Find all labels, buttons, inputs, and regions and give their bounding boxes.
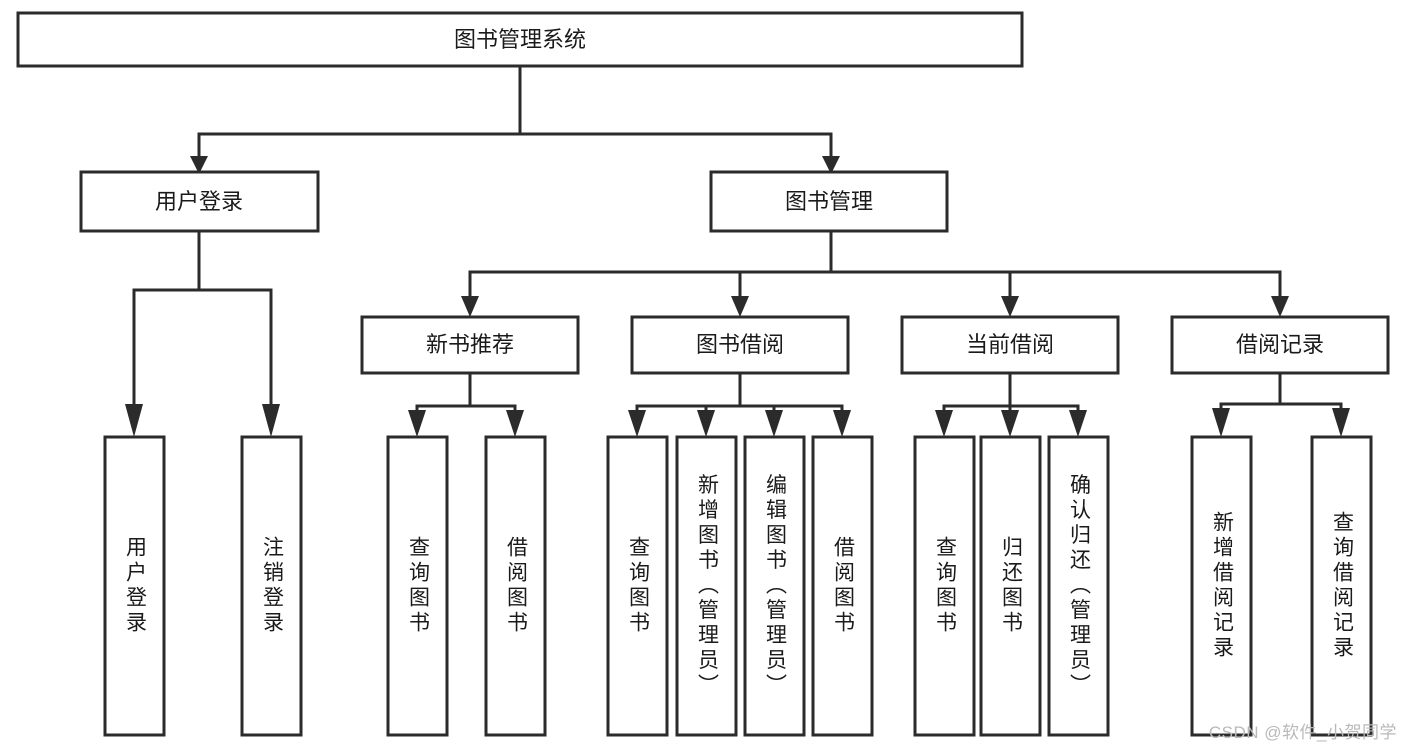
leaf-nb-borrow-book[interactable]: 借阅图书 <box>484 435 547 737</box>
node-book-borrow-label: 图书借阅 <box>696 332 784 357</box>
node-new-book-recommend-label: 新书推荐 <box>426 332 514 357</box>
arrowhead-current-borrow <box>1001 296 1019 317</box>
leaf-bb-edit-book-box[interactable] <box>743 435 806 737</box>
arrowhead-book-mgmt <box>822 156 840 174</box>
node-user-login-label: 用户登录 <box>155 189 243 214</box>
node-current-borrow-label: 当前借阅 <box>966 332 1054 357</box>
leaf-user-login[interactable]: 用户登录 <box>103 435 166 737</box>
node-book-borrow[interactable]: 图书借阅 <box>630 315 850 375</box>
arrowhead-leaf-logout <box>262 404 280 437</box>
node-user-login-box[interactable] <box>79 170 320 233</box>
leaf-cb-confirm-return[interactable]: 确认归还（管理员） <box>1047 435 1110 737</box>
leaf-bb-add-book-box[interactable] <box>675 435 738 737</box>
node-book-borrow-box[interactable] <box>630 315 850 375</box>
leaf-cb-query-book-box[interactable] <box>913 435 976 737</box>
leaf-bb-query-book-label: 查询图书 <box>626 536 650 636</box>
arrowhead-user-login <box>190 156 208 174</box>
leaf-nb-borrow-book-box[interactable] <box>484 435 547 737</box>
node-current-borrow-box[interactable] <box>900 315 1120 375</box>
node-user-login[interactable]: 用户登录 <box>79 170 320 233</box>
leaf-bb-edit-book[interactable]: 编辑图书（管理员） <box>743 435 806 737</box>
leaf-logout-box[interactable] <box>240 435 303 737</box>
leaf-cb-return-book-box[interactable] <box>979 435 1042 737</box>
leaf-bb-add-book-label: 新增图书（管理员） <box>695 474 719 699</box>
node-root-box[interactable] <box>16 11 1024 68</box>
leaf-logout[interactable]: 注销登录 <box>240 435 303 737</box>
leaf-cb-return-book[interactable]: 归还图书 <box>979 435 1042 737</box>
node-new-book-recommend[interactable]: 新书推荐 <box>360 315 580 375</box>
leaf-nb-query-book-label: 查询图书 <box>406 536 430 636</box>
arrowhead-cb-query-book <box>935 410 953 437</box>
leaf-nb-query-book-box[interactable] <box>386 435 449 737</box>
arrowhead-bb-query-book <box>628 410 646 437</box>
arrowhead-nb-query-book <box>408 410 426 437</box>
arrowhead-br-query-record <box>1332 408 1350 437</box>
leaf-cb-confirm-return-label: 确认归还（管理员） <box>1067 474 1091 699</box>
node-root[interactable]: 图书管理系统 <box>16 11 1024 68</box>
leaf-nb-query-book[interactable]: 查询图书 <box>386 435 449 737</box>
node-book-management[interactable]: 图书管理 <box>709 170 949 233</box>
node-borrow-records-box[interactable] <box>1170 315 1390 375</box>
leaf-bb-borrow-book[interactable]: 借阅图书 <box>811 435 874 737</box>
leaf-bb-borrow-book-box[interactable] <box>811 435 874 737</box>
node-borrow-records[interactable]: 借阅记录 <box>1170 315 1390 375</box>
arrowhead-new-book <box>461 296 479 317</box>
leaf-logout-label: 注销登录 <box>260 536 284 636</box>
leaf-br-add-record-label: 新增借阅记录 <box>1210 511 1234 661</box>
leaf-br-query-record[interactable]: 查询借阅记录 <box>1310 435 1373 737</box>
arrowhead-bb-borrow-book <box>833 410 851 437</box>
arrowhead-leaf-user-login <box>125 404 143 437</box>
leaf-br-query-record-label: 查询借阅记录 <box>1330 511 1354 661</box>
leaf-bb-query-book[interactable]: 查询图书 <box>606 435 669 737</box>
arrowhead-br-add-record <box>1212 408 1230 437</box>
arrowhead-bb-edit-book <box>765 410 783 437</box>
node-root-label: 图书管理系统 <box>454 27 586 52</box>
arrowhead-borrow-records <box>1271 296 1289 317</box>
arrowhead-cb-confirm-return <box>1069 410 1087 437</box>
leaf-bb-add-book[interactable]: 新增图书（管理员） <box>675 435 738 737</box>
leaf-cb-query-book-label: 查询图书 <box>933 536 957 636</box>
leaf-user-login-box[interactable] <box>103 435 166 737</box>
node-new-book-recommend-box[interactable] <box>360 315 580 375</box>
arrowhead-bb-add-book <box>697 410 715 437</box>
node-book-management-label: 图书管理 <box>785 189 873 214</box>
leaf-bb-query-book-box[interactable] <box>606 435 669 737</box>
leaf-br-add-record[interactable]: 新增借阅记录 <box>1190 435 1253 737</box>
arrowhead-nb-borrow-book <box>506 410 524 437</box>
leaf-cb-return-book-label: 归还图书 <box>999 536 1023 636</box>
arrowhead-cb-return-book <box>1001 410 1019 437</box>
leaf-br-query-record-box[interactable] <box>1310 435 1373 737</box>
leaf-user-login-label: 用户登录 <box>123 536 147 636</box>
node-borrow-records-label: 借阅记录 <box>1236 332 1324 357</box>
leaf-bb-edit-book-label: 编辑图书（管理员） <box>763 474 787 699</box>
node-current-borrow[interactable]: 当前借阅 <box>900 315 1120 375</box>
leaf-nb-borrow-book-label: 借阅图书 <box>504 536 528 636</box>
leaf-br-add-record-box[interactable] <box>1190 435 1253 737</box>
leaf-cb-confirm-return-box[interactable] <box>1047 435 1110 737</box>
leaf-cb-query-book[interactable]: 查询图书 <box>913 435 976 737</box>
connector-group <box>125 64 1350 437</box>
leaf-bb-borrow-book-label: 借阅图书 <box>831 536 855 636</box>
node-book-management-box[interactable] <box>709 170 949 233</box>
arrowhead-book-borrow <box>731 296 749 317</box>
